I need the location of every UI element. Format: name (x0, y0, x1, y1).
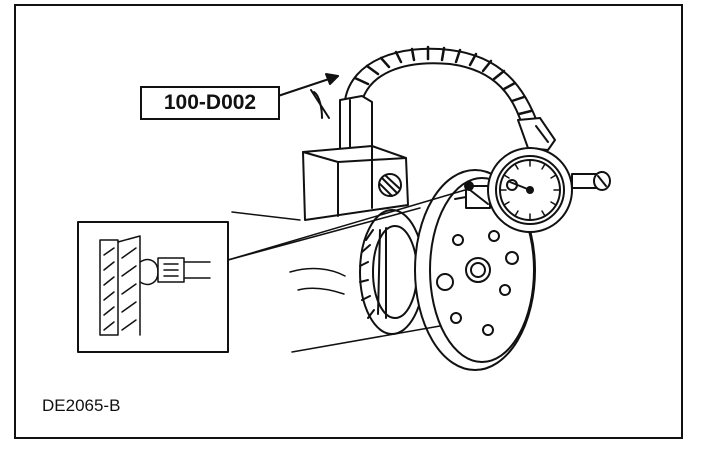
dial-indicator-icon (454, 147, 611, 233)
figure-id-label: DE2065-B (42, 396, 121, 415)
pulley (359, 209, 425, 335)
detail-inset-icon (77, 221, 229, 353)
tool-callout-label: 100-D002 (140, 86, 280, 120)
detail-leader-lines (227, 189, 466, 261)
callout-leader (277, 73, 339, 119)
flexible-arm (344, 45, 556, 151)
surface-lines (231, 211, 441, 353)
magnetic-base-icon (302, 95, 409, 221)
